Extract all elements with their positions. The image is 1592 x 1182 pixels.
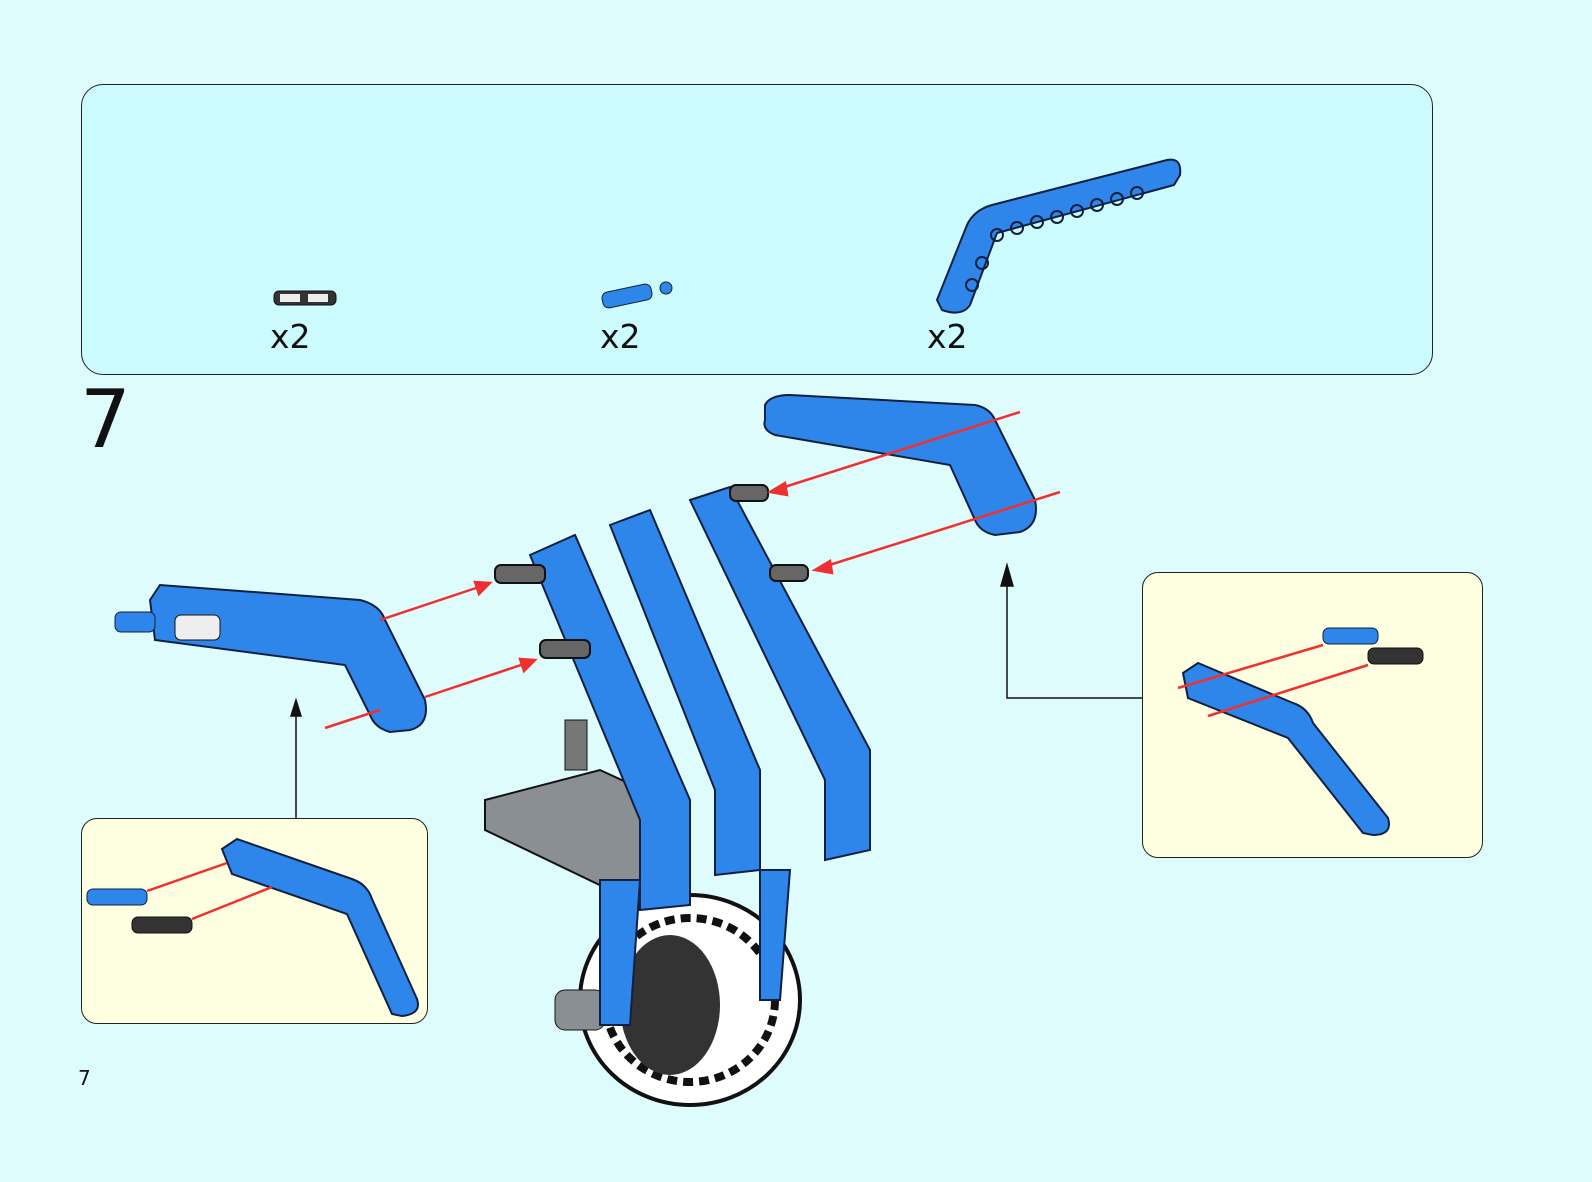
friction-pin-icon [273, 290, 337, 306]
parts-illustrations [273, 158, 1182, 314]
quantity-label: x2 [927, 317, 968, 356]
blue-frame-icon [528, 485, 871, 1026]
callout-right [1142, 572, 1483, 858]
page-number: 7 [78, 1066, 91, 1090]
callout-pointers [289, 562, 1143, 818]
left-angled-beam-icon [114, 583, 427, 734]
parts-list-panel: x2 x2 x2 [81, 84, 1433, 375]
step-number: 7 [80, 373, 131, 466]
callout-left [81, 818, 428, 1024]
callout-left-illustration [86, 837, 419, 1018]
callout-right-illustration [1177, 627, 1424, 837]
assembly-arrows [324, 410, 1061, 730]
grey-beam-icon [484, 719, 666, 892]
quantity-label: x2 [270, 317, 311, 356]
axle-pin-icon [601, 281, 673, 309]
right-angled-beam-icon [763, 393, 1037, 537]
axle-pins-icon [494, 484, 809, 659]
quantity-label: x2 [600, 317, 641, 356]
angled-beam-icon [935, 158, 1182, 314]
